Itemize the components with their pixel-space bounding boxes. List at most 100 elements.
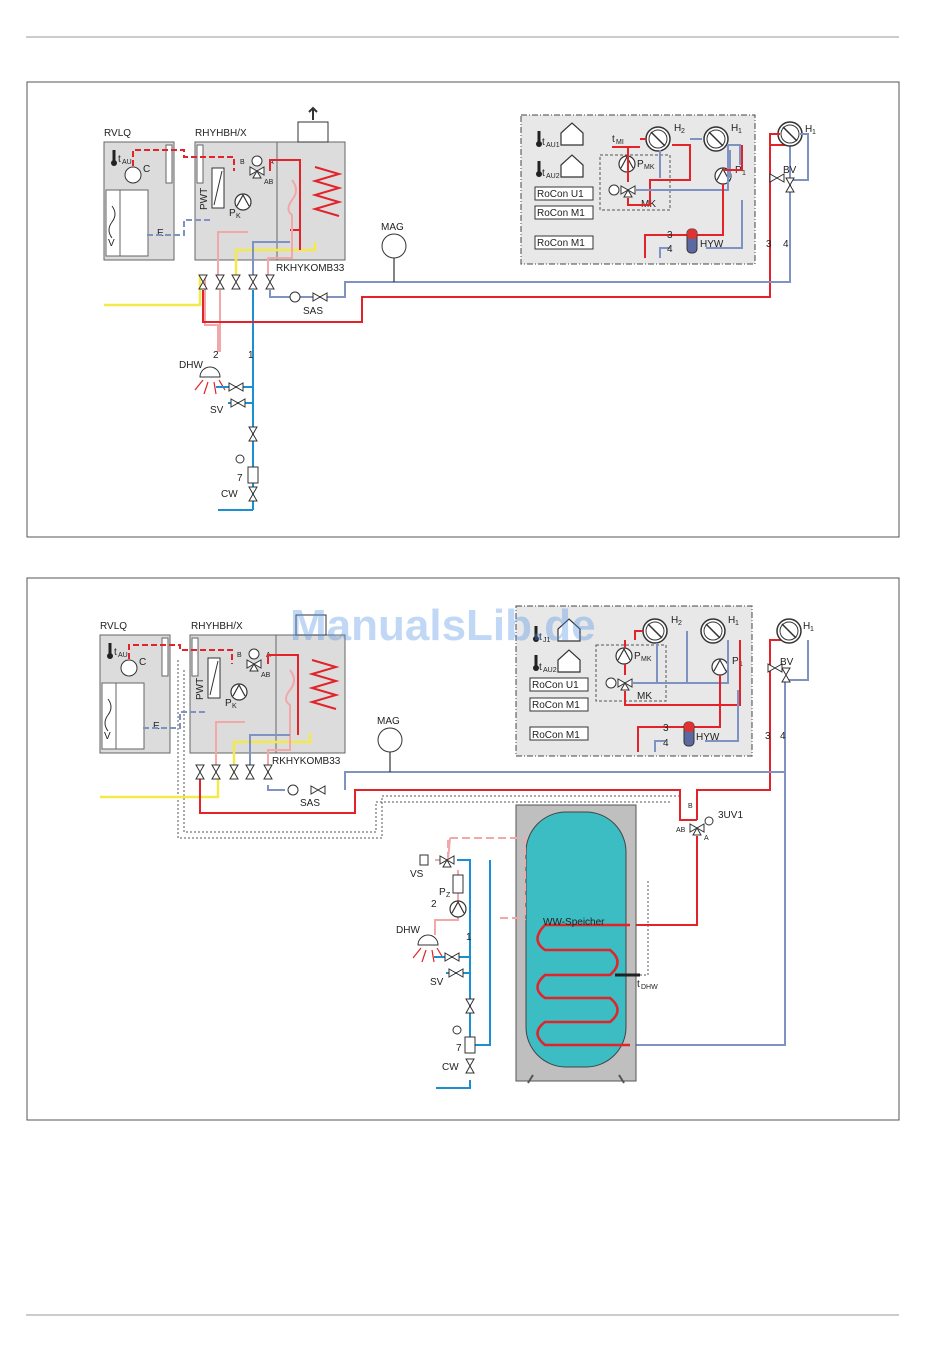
svg-text:PWT: PWT [195,678,206,700]
svg-text:K: K [232,703,237,710]
outdoor-unit-label: RVLQ [104,128,131,139]
dhw-shower-icon [199,366,221,378]
svg-text:B: B [237,652,242,659]
svg-text:P: P [637,159,644,170]
svg-text:SAS: SAS [300,798,320,809]
sas-label: SAS [303,306,323,317]
svg-text:DHW: DHW [396,925,420,936]
svg-text:t: t [114,647,117,658]
svg-text:1: 1 [248,350,254,361]
svg-text:A: A [704,835,709,842]
svg-text:MK: MK [637,691,652,702]
svg-text:1: 1 [812,129,816,136]
watermark: ManualsLib.de [290,601,596,650]
svg-text:7: 7 [237,473,243,484]
outdoor-unit-label-2: RVLQ [100,621,127,632]
svg-text:AU2: AU2 [543,667,557,674]
svg-text:K: K [236,213,241,220]
diagram-1: RVLQ t AU C V E RHYHBH/X PWT P K B A AB … [26,81,900,538]
svg-text:t: t [542,137,545,148]
svg-text:HYW: HYW [696,732,720,743]
svg-text:DHW: DHW [641,984,658,991]
svg-text:SV: SV [430,977,444,988]
indoor-unit-1 [194,106,346,261]
svg-text:P: P [225,698,232,709]
indoor-unit-label: RHYHBH/X [195,128,247,139]
svg-text:H: H [803,621,810,632]
svg-text:C: C [139,657,146,668]
svg-text:t: t [637,979,640,990]
svg-text:V: V [104,731,111,742]
svg-text:4: 4 [667,244,673,255]
svg-text:H: H [731,123,738,134]
svg-text:H: H [671,615,678,626]
svg-text:t: t [612,134,615,145]
svg-text:BV: BV [780,657,794,668]
mag-vessel [381,233,407,259]
svg-text:RKHYKOMB33: RKHYKOMB33 [272,756,341,767]
svg-text:1: 1 [735,620,739,627]
svg-text:AB: AB [676,827,686,834]
svg-text:P: P [634,651,641,662]
svg-text:4: 4 [783,239,789,250]
svg-text:7: 7 [456,1043,462,1054]
fan-label: V [108,238,115,249]
svg-text:B: B [240,159,245,166]
diagram-2-frame [26,577,900,1121]
svg-text:3: 3 [766,239,772,250]
svg-text:3: 3 [765,731,771,742]
mag-label: MAG [381,222,404,233]
tank-label: WW-Speicher [543,917,605,928]
diagram-1-frame [26,81,900,538]
svg-text:3: 3 [667,230,673,241]
svg-text:E: E [153,721,160,732]
pump-k-label: P [229,208,236,219]
svg-text:RoCon U1: RoCon U1 [532,680,579,691]
bv-label: BV [783,165,797,176]
svg-text:AU: AU [122,159,132,166]
svg-text:AB: AB [264,179,274,186]
svg-text:P: P [732,656,739,667]
svg-text:J1: J1 [543,637,551,644]
svg-text:P: P [439,887,446,898]
svg-text:MK: MK [641,656,652,663]
svg-text:2: 2 [681,128,685,135]
svg-text:t: t [539,632,542,643]
svg-text:RHYHBH/X: RHYHBH/X [191,621,243,632]
svg-text:t: t [542,168,545,179]
electronics-label: E [157,228,164,239]
svg-text:AU2: AU2 [546,173,560,180]
rocon-m1-b: RoCon M1 [537,238,585,249]
svg-text:AU1: AU1 [546,142,560,149]
svg-text:2: 2 [678,620,682,627]
mag-vessel-2 [377,727,403,753]
svg-text:4: 4 [780,731,786,742]
pwt-label: PWT [199,188,210,210]
rocon-m1-a: RoCon M1 [537,208,585,219]
svg-text:1: 1 [810,626,814,633]
dhw-label: DHW [179,360,203,371]
svg-text:AU: AU [118,652,128,659]
combi-kit-label: RKHYKOMB33 [276,263,345,274]
svg-text:4: 4 [663,738,669,749]
svg-text:H: H [805,124,812,135]
svg-text:RoCon M1: RoCon M1 [532,730,580,741]
svg-text:t: t [539,662,542,673]
svg-text:H: H [728,615,735,626]
storage-tank [515,804,640,1084]
cw-label: CW [221,489,238,500]
svg-text:2: 2 [213,350,219,361]
svg-text:MI: MI [616,139,624,146]
svg-text:MAG: MAG [377,716,400,727]
svg-text:1: 1 [466,932,472,943]
sv-label: SV [210,405,224,416]
svg-text:1: 1 [742,170,746,177]
svg-text:A: A [269,159,274,166]
rocon-u1: RoCon U1 [537,189,584,200]
dhw-shower-icon-2 [417,934,439,946]
svg-text:VS: VS [410,869,424,880]
svg-text:1: 1 [738,128,742,135]
svg-text:B: B [688,803,693,810]
svg-text:AB: AB [261,672,271,679]
compressor-label: C [143,164,150,175]
